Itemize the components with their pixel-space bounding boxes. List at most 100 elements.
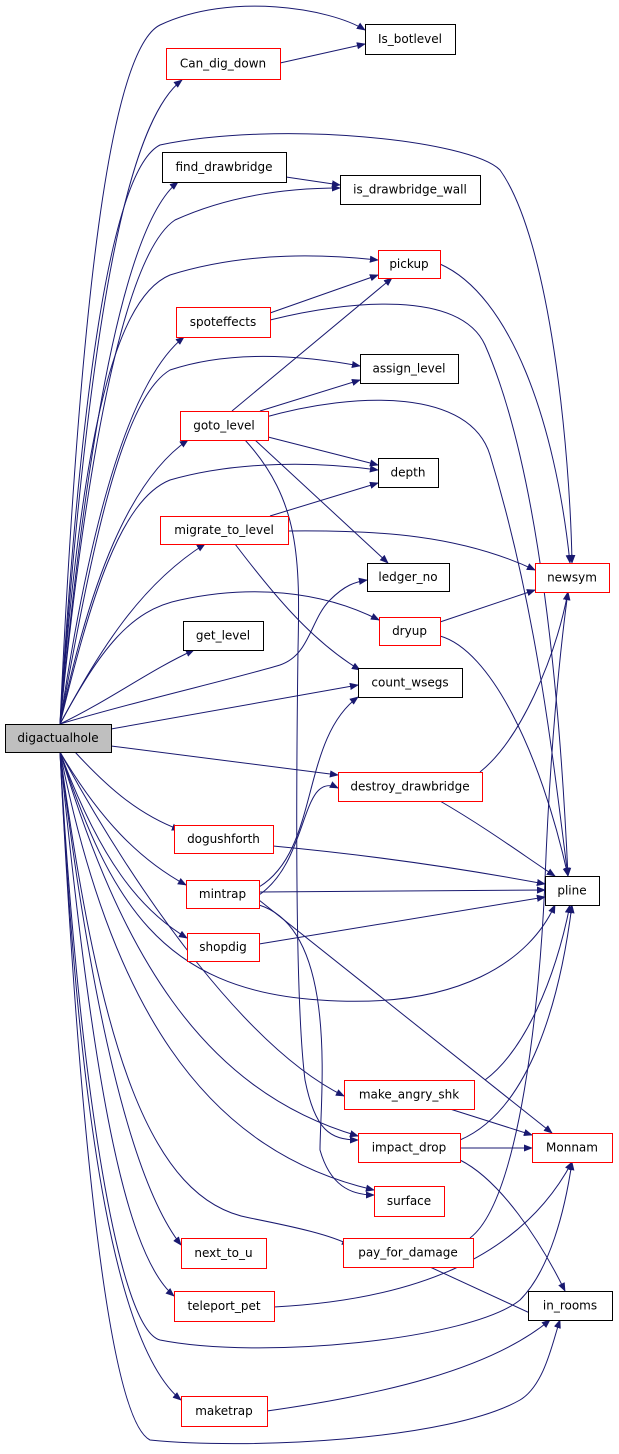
node-label-spoteffects: spoteffects [190,315,257,329]
edge-digactualhole-to-shopdig [59,751,188,939]
edge-mintrap-to-monnam [258,899,553,1134]
node-box-is-botlevel [365,24,456,55]
edge-digactualhole-to-dryup [59,591,380,725]
edge-digactualhole-to-newsym [59,133,576,725]
node-box-get-level [183,621,264,651]
node-spoteffects[interactable]: spoteffects [176,307,271,338]
node-digactualhole: digactualhole [5,724,112,753]
edge-destroy-drawbridge-to-newsym [479,591,571,773]
node-pline[interactable]: pline [545,876,600,906]
node-label-monnam: Monnam [546,1141,598,1155]
node-make-angry-shk[interactable]: make_angry_shk [344,1080,475,1110]
node-get-level[interactable]: get_level [183,621,264,651]
node-label-in-rooms: in_rooms [543,1299,597,1313]
node-surface[interactable]: surface [374,1186,445,1217]
node-box-dogushforth [174,825,274,854]
node-migrate-to-level[interactable]: migrate_to_level [160,516,289,545]
edge-find-drawbridge-to-is-drawbridge-wall [285,176,341,188]
edge-mintrap-to-destroy-drawbridge [258,781,339,896]
edge-mintrap-to-count-wsegs [258,696,359,888]
node-box-maketrap [181,1396,268,1427]
node-label-make-angry-shk: make_angry_shk [359,1088,459,1102]
node-box-find-drawbridge [162,152,287,183]
node-dryup[interactable]: dryup [379,617,441,646]
node-depth[interactable]: depth [378,458,439,488]
node-next-to-u[interactable]: next_to_u [181,1238,267,1269]
edge-digactualhole-to-is-botlevel [59,5,366,725]
node-label-find-drawbridge: find_drawbridge [175,160,272,174]
edge-teleport-pet-to-monnam [273,1161,573,1308]
node-label-migrate-to-level: migrate_to_level [174,523,274,537]
node-box-migrate-to-level [160,516,289,545]
node-is-botlevel[interactable]: Is_botlevel [365,24,456,55]
edge-impact-drop-to-in-rooms [459,1159,566,1292]
node-shopdig[interactable]: shopdig [187,933,260,962]
node-box-surface [374,1186,445,1217]
edge-migrate-to-level-to-newsym [287,530,536,571]
node-monnam[interactable]: Monnam [532,1133,613,1163]
node-maketrap[interactable]: maketrap [181,1396,268,1427]
node-count-wsegs[interactable]: count_wsegs [358,668,463,698]
node-box-next-to-u [181,1238,267,1269]
edge-mintrap-to-pline [258,886,546,894]
node-in-rooms[interactable]: in_rooms [528,1291,613,1321]
node-find-drawbridge[interactable]: find_drawbridge [162,152,287,183]
node-pickup[interactable]: pickup [378,250,441,279]
node-goto-level[interactable]: goto_level [180,411,269,441]
edge-digactualhole-to-next-to-u [59,751,182,1246]
node-label-impact-drop: impact_drop [372,1141,447,1155]
node-box-in-rooms [528,1291,613,1321]
edge-pickup-to-newsym [439,263,573,564]
node-label-next-to-u: next_to_u [194,1246,252,1260]
node-label-count-wsegs: count_wsegs [371,676,448,690]
node-assign-level[interactable]: assign_level [360,354,459,384]
node-mintrap[interactable]: mintrap [186,880,260,909]
node-label-digactualhole: digactualhole [17,731,98,745]
edge-goto-level-to-impact-drop [244,439,359,1144]
edge-digactualhole-to-pay-for-damage [59,751,351,1246]
node-dogushforth[interactable]: dogushforth [174,825,274,854]
edge-destroy-drawbridge-to-pline [439,800,556,877]
edge-shopdig-to-pline [258,894,546,945]
node-destroy-drawbridge[interactable]: destroy_drawbridge [338,772,483,802]
node-can-dig-down[interactable]: Can_dig_down [166,48,281,80]
edge-can-dig-down-to-is-botlevel [279,42,366,64]
node-label-can-dig-down: Can_dig_down [180,57,266,71]
node-label-pay-for-damage: pay_for_damage [358,1246,458,1260]
edge-digactualhole-to-destroy-drawbridge [110,745,339,778]
node-newsym[interactable]: newsym [535,563,610,593]
node-box-count-wsegs [358,668,463,698]
node-label-dryup: dryup [392,624,427,638]
node-box-pline [545,876,600,906]
node-label-goto-level: goto_level [193,419,255,433]
node-box-shopdig [187,933,260,962]
edge-digactualhole-to-assign-level [59,355,361,725]
edge-dryup-to-pline [439,635,570,877]
node-box-destroy-drawbridge [338,772,483,802]
node-label-newsym: newsym [547,571,597,585]
node-ledger-no[interactable]: ledger_no [367,563,450,592]
node-impact-drop[interactable]: impact_drop [358,1133,461,1163]
node-box-spoteffects [176,307,271,338]
edge-digactualhole-to-impact-drop [59,751,359,1138]
node-label-teleport-pet: teleport_pet [187,1299,260,1313]
node-box-pickup [378,250,441,279]
edge-digactualhole-to-dogushforth [74,751,181,831]
node-box-goto-level [180,411,269,441]
edge-digactualhole-to-is-drawbridge-wall [59,184,341,725]
node-label-pickup: pickup [389,257,428,271]
edge-goto-level-to-ledger-no [254,439,389,564]
edge-digactualhole-to-get-level [59,649,195,725]
node-teleport-pet[interactable]: teleport_pet [174,1291,275,1322]
node-label-ledger-no: ledger_no [378,570,437,584]
edge-digactualhole-to-find-drawbridge [59,181,179,725]
edge-digactualhole-to-surface [59,751,375,1192]
node-label-shopdig: shopdig [199,940,246,954]
node-label-is-botlevel: Is_botlevel [378,32,442,46]
edge-impact-drop-to-pline [459,904,575,1141]
edge-digactualhole-to-depth [59,463,379,725]
node-is-drawbridge-wall[interactable]: is_drawbridge_wall [340,175,481,205]
node-box-digactualhole [5,724,112,753]
node-pay-for-damage[interactable]: pay_for_damage [343,1238,474,1268]
